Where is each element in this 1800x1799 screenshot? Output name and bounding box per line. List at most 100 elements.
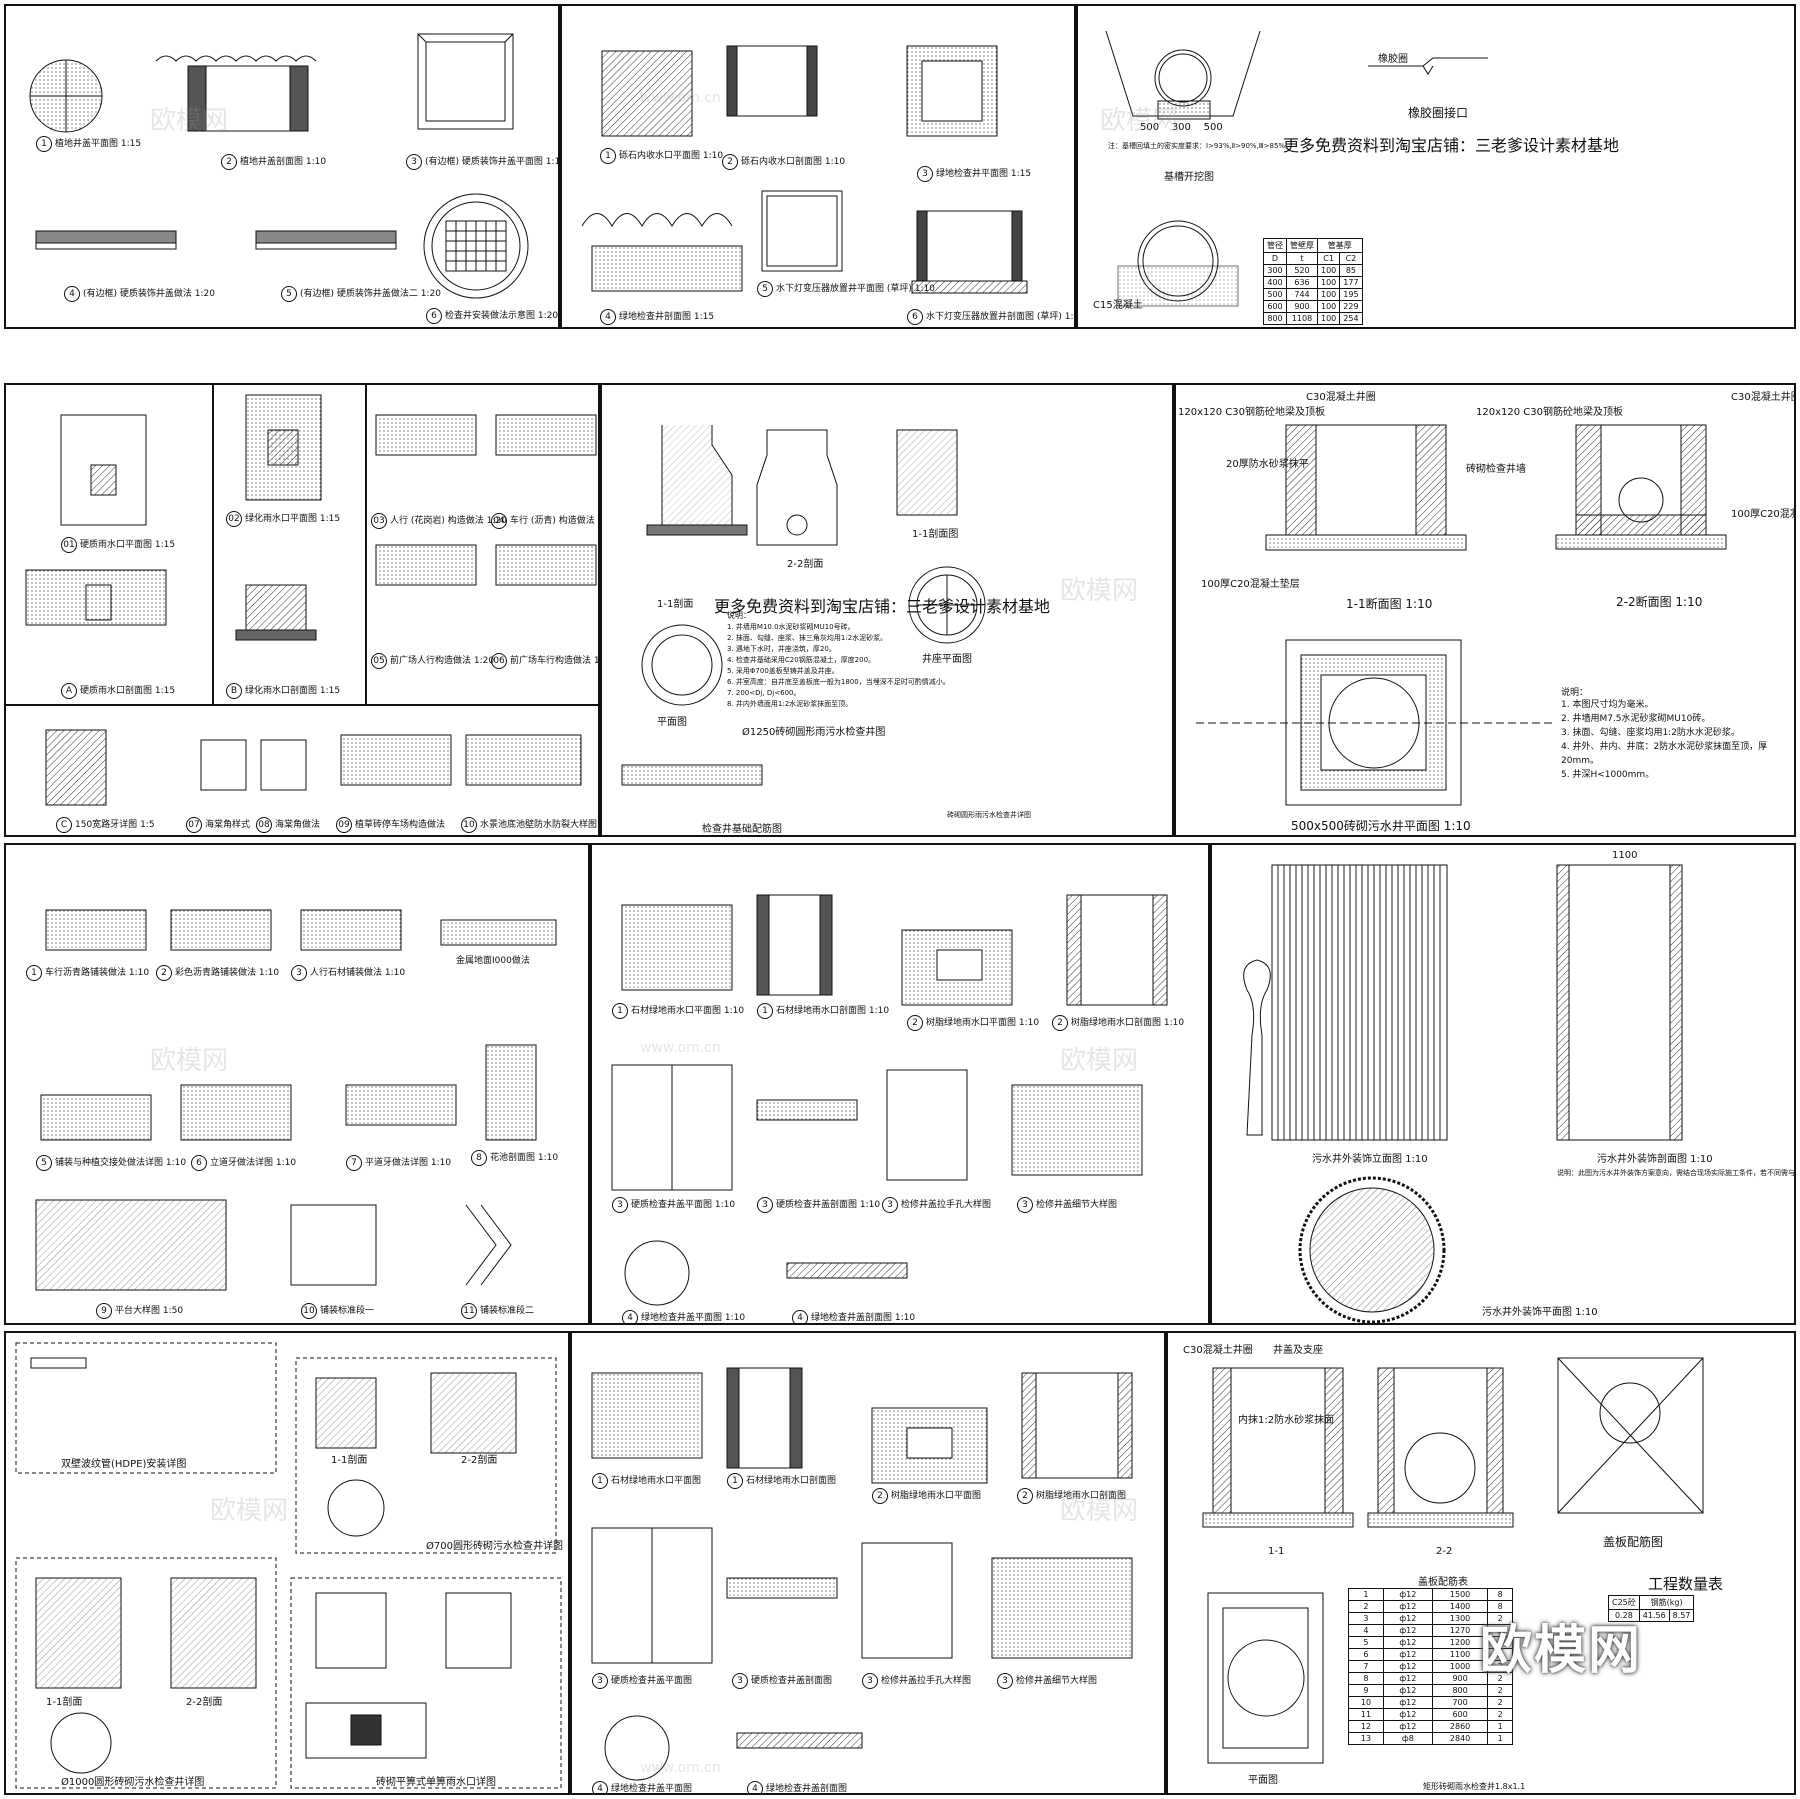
p12-sec22: 2-2 [1436,1546,1453,1557]
th: C1 [1316,252,1341,265]
p12-c30: C30混凝土井圈 [1183,1345,1253,1356]
th: t [1286,252,1318,265]
panel8-drawings [611,894,1168,1306]
panel3-drawings [1105,30,1488,307]
note: 1. 本图尺寸均为毫米。 [1561,700,1654,710]
note: 8. 井内外墙面用1:2水泥砂浆抹面至顶。 [727,700,853,708]
p9-dim: 1100 [1612,850,1638,861]
p5-notes: 1. 井墙用M10.0水泥砂浆砌MU10号砖。 2. 抹面、勾缝、座浆、抹三角灰… [727,622,950,710]
p5-notes-title: 说明： [727,611,751,620]
panel1-drawings [29,33,529,299]
p3-note: 注：基槽回填土的密实度要求：Ⅰ>93%,Ⅱ>90%,Ⅲ>85%。 [1108,142,1293,150]
th: 管壁厚 [1286,238,1318,253]
p10-hdpe: 双壁波纹管(HDPE)安装详图 [61,1459,187,1470]
p10-sec11-b: 1-1剖面 [331,1455,368,1466]
note: 2. 井墙用M7.5水泥砂浆砌MU10砖。 [1561,714,1711,724]
promo-text-1: 更多免费资料到淘宝店铺：三老爹设计素材基地 [1283,136,1620,155]
cell: 8.57 [1668,1609,1695,1622]
p6-beam-right: 120x120 C30钢筋砼地梁及顶板 [1476,407,1623,418]
panel9-drawings [1243,864,1683,1323]
panel10-drawings [15,1342,562,1789]
watermark: 欧模网 [150,106,229,136]
p5-right-plan: 井座平面图 [922,654,972,665]
panel-brick-manholes: 双壁波纹管(HDPE)安装详图 1-1剖面 2-2剖面 1-1剖面 2-2剖面 … [4,1331,570,1795]
note: 5. 井深H<1000mm。 [1561,770,1655,780]
panel-pipe-foundation: 500 300 500 注：基槽回填土的密实度要求：Ⅰ>93%,Ⅱ>90%,Ⅲ>… [1076,4,1796,329]
p12-plan: 平面图 [1248,1775,1278,1786]
p6-mortar: 砖砌检查井墙 [1466,464,1526,475]
th: 管径 [1263,238,1287,253]
p12-qty-title: 工程数量表 [1648,1575,1724,1593]
p3-rubber: 橡胶圈 [1378,54,1408,65]
panel-sewage-decoration: 1100 污水井外装饰立面图 1:10 污水井外装饰剖面图 1:10 污水井外装… [1210,843,1796,1325]
watermark-url: www.om.cn [640,1040,721,1056]
p5-sec22: 2-2剖面 [787,559,824,570]
panel11-drawings [591,1367,1133,1781]
th: D [1263,252,1287,265]
panel2-drawings [581,45,1028,294]
watermark: 欧模网 [150,1046,229,1076]
note: 4. 检查井基础采用C20钢筋混凝土，厚度200。 [727,656,876,664]
p6-c30-left: C30混凝土井圈 [1306,392,1376,403]
p10-rain: 砖砌平箅式单箅雨水口详图 [376,1777,496,1788]
panel-sewage-well-500: 120x120 C30钢筋砼地梁及顶板 C30混凝土井圈 120x120 C30… [1174,383,1796,837]
panel6-drawings [1196,424,1727,806]
cell: 0.28 [1608,1609,1640,1622]
site-logo: 欧模网 [1480,1621,1643,1681]
p6-c30-right: C30混凝土井圈 [1731,392,1796,403]
p3-c15: C15混凝土 [1093,300,1143,311]
p5-base: 检查井基础配筋图 [702,824,782,835]
watermark: 欧模网 [1060,1046,1139,1076]
p10-sec22-a: 2-2剖面 [186,1697,223,1708]
panel-round-manhole: 1-1剖面 2-2剖面 1-1剖面图 井座平面图 平面图 Ø1250砖砌圆形雨污… [600,383,1174,837]
p6-beam-left: 120x120 C30钢筋砼地梁及顶板 [1178,407,1325,418]
p6-sec11: 1-1断面图 1:10 [1346,597,1433,611]
panel7-drawings [35,909,557,1291]
note: 3. 抹面、勾缝、座浆均用1:2防水水泥砂浆。 [1561,728,1740,738]
